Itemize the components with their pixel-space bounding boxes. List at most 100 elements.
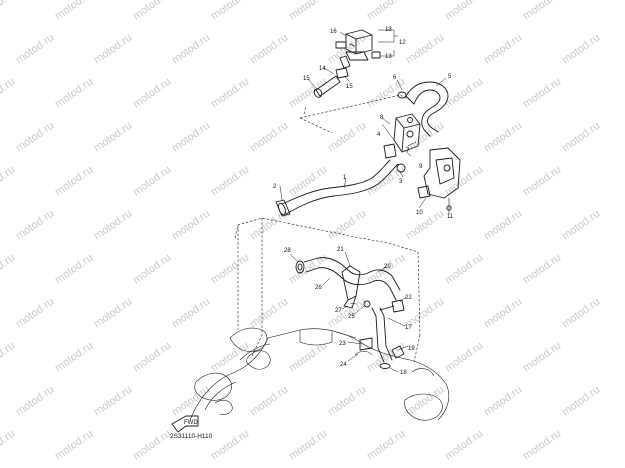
callout-15-right: 15	[346, 84, 353, 90]
watermark-text: motod.ru	[560, 32, 602, 67]
watermark-text: motod.ru	[404, 32, 446, 67]
watermark-text: motod.ru	[53, 252, 95, 287]
watermark-text: motod.ru	[14, 296, 56, 331]
callout-17: 17	[405, 325, 412, 331]
watermark-text: motod.ru	[365, 428, 407, 463]
watermark-text: motod.ru	[443, 76, 485, 111]
watermark-text: motod.ru	[560, 120, 602, 155]
callout-8: 8	[380, 115, 384, 121]
watermark-text: motod.ru	[248, 32, 290, 67]
callout-26: 26	[315, 285, 322, 291]
watermark-text: motod.ru	[131, 0, 173, 22]
watermark-text: motod.ru	[92, 208, 134, 243]
watermark-text: motod.ru	[326, 208, 368, 243]
watermark-text: motod.ru	[53, 0, 95, 22]
callout-12: 12	[399, 40, 406, 46]
watermark-text: motod.ru	[248, 296, 290, 331]
watermark-text: motod.ru	[14, 384, 56, 419]
watermark-text: motod.ru	[248, 120, 290, 155]
air-pipe-17	[359, 299, 405, 369]
watermark-text: motod.ru	[287, 340, 329, 375]
watermark-text: motod.ru	[521, 0, 563, 22]
watermark-text: motod.ru	[365, 0, 407, 22]
callout-10: 10	[416, 210, 423, 216]
watermark-text: motod.ru	[170, 208, 212, 243]
callout-18: 18	[400, 370, 407, 376]
engine-outline	[189, 327, 450, 421]
callout-4: 4	[377, 132, 381, 138]
callout-14: 14	[319, 66, 326, 72]
watermark-text: motod.ru	[92, 384, 134, 419]
callout-20: 20	[384, 264, 391, 270]
callout-6: 6	[393, 75, 397, 81]
watermark-text: motod.ru	[365, 76, 407, 111]
callout-23: 23	[339, 341, 346, 347]
assembly-boundary	[234, 94, 421, 363]
lower-hose-assembly	[295, 257, 401, 309]
front-arrow-icon: FWD	[171, 415, 199, 433]
watermark-text: motod.ru	[0, 252, 17, 287]
watermark-text: motod.ru	[326, 120, 368, 155]
watermark-text: motod.ru	[443, 340, 485, 375]
watermark-text: motod.ru	[170, 120, 212, 155]
callout-1: 1	[343, 175, 347, 181]
watermark-text: motod.ru	[209, 340, 251, 375]
watermark-text: motod.ru	[482, 384, 524, 419]
watermark-text: motod.ru	[287, 0, 329, 22]
callout-9: 9	[419, 164, 423, 170]
bracket-10	[417, 147, 461, 214]
callout-13-top: 13	[385, 27, 392, 33]
callout-labels: 1 2 3 4 5 6 7 8 9 10 11 12 13 13 14 15 1…	[273, 27, 454, 376]
watermark-layer: motod.ru motod.ru motod.ru motod.ru motod.ru…	[0, 0, 602, 462]
callout-7: 7	[406, 148, 410, 154]
watermark-text: motod.ru	[0, 340, 17, 375]
air-hose-5	[397, 81, 449, 137]
watermark-text: motod.ru	[131, 340, 173, 375]
watermark-text: motod.ru	[287, 428, 329, 463]
watermark-text: motod.ru	[209, 76, 251, 111]
watermark-text: motod.ru	[521, 340, 563, 375]
callout-24: 24	[340, 362, 347, 368]
watermark-text: motod.ru	[0, 428, 17, 463]
watermark-text: motod.ru	[209, 0, 251, 22]
callout-15-left: 15	[303, 76, 310, 82]
watermark-text: motod.ru	[209, 252, 251, 287]
watermark-text: motod.ru	[170, 32, 212, 67]
callout-2: 2	[273, 184, 277, 190]
callout-16: 16	[330, 29, 337, 35]
watermark-text: motod.ru	[53, 340, 95, 375]
watermark-text: motod.ru	[170, 296, 212, 331]
callout-25: 25	[348, 314, 355, 320]
watermark-text: motod.ru	[482, 296, 524, 331]
watermark-text: motod.ru	[326, 384, 368, 419]
watermark-text: motod.ru	[521, 76, 563, 111]
callout-19: 19	[408, 346, 415, 352]
watermark-text: motod.ru	[560, 384, 602, 419]
callout-28: 28	[284, 248, 291, 254]
watermark-text: motod.ru	[560, 296, 602, 331]
watermark-text: motod.ru	[14, 208, 56, 243]
watermark-text: motod.ru	[92, 120, 134, 155]
watermark-text: motod.ru	[521, 164, 563, 199]
watermark-text: motod.ru	[14, 32, 56, 67]
watermark-text: motod.ru	[521, 252, 563, 287]
watermark-text: motod.ru	[209, 164, 251, 199]
watermark-text: motod.ru	[560, 208, 602, 243]
watermark-text: motod.ru	[248, 208, 290, 243]
watermark-text: motod.ru	[443, 428, 485, 463]
watermark-text: motod.ru	[53, 164, 95, 199]
watermark-text: motod.ru	[131, 76, 173, 111]
watermark-text: motod.ru	[131, 164, 173, 199]
leader-lines	[279, 29, 447, 373]
watermark-text: motod.ru	[404, 208, 446, 243]
callout-3: 3	[399, 179, 403, 185]
watermark-text: motod.ru	[521, 428, 563, 463]
watermark-text: motod.ru	[131, 428, 173, 463]
watermark-text: motod.ru	[482, 120, 524, 155]
watermark-text: motod.ru	[0, 164, 17, 199]
watermark-text: motod.ru	[92, 32, 134, 67]
front-arrow-label: FWD	[184, 420, 198, 426]
callout-13-bottom: 13	[385, 54, 392, 60]
watermark-text: motod.ru	[248, 384, 290, 419]
watermark-text: motod.ru	[0, 76, 17, 111]
